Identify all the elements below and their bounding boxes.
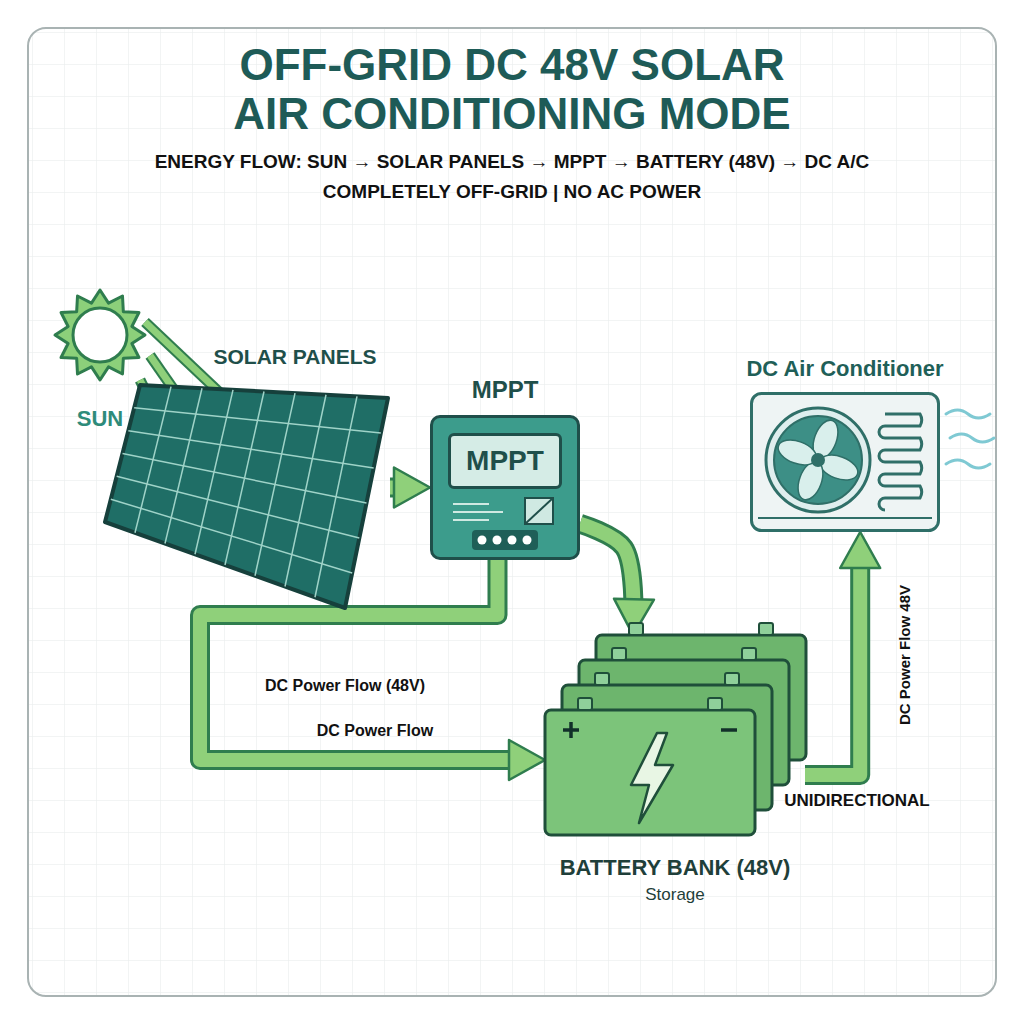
label: UNIDIRECTIONAL bbox=[784, 791, 929, 811]
label: DC Power Flow bbox=[317, 722, 433, 740]
fan bbox=[774, 416, 862, 504]
sun-disc bbox=[73, 308, 127, 362]
battery bbox=[545, 698, 755, 835]
condenser-coil bbox=[879, 414, 922, 510]
terminal bbox=[478, 536, 487, 545]
converter-icon bbox=[525, 498, 553, 524]
airflow bbox=[950, 434, 994, 442]
vent-line bbox=[453, 519, 489, 521]
lightning-bolt bbox=[631, 733, 673, 823]
label: ENERGY FLOW: SUN → SOLAR PANELS → MPPT →… bbox=[155, 151, 870, 173]
power-flow-arrow bbox=[200, 560, 527, 760]
terminal bbox=[508, 536, 517, 545]
unit-body bbox=[752, 394, 939, 531]
converter-icon bbox=[525, 498, 553, 524]
node-art bbox=[545, 635, 805, 835]
cell-line bbox=[117, 476, 360, 538]
arrow-outline bbox=[580, 524, 634, 617]
vent-line bbox=[453, 503, 489, 505]
node-sublabel: Storage bbox=[645, 885, 705, 905]
plus-sign bbox=[563, 722, 579, 738]
cell-line bbox=[111, 499, 352, 573]
node-art bbox=[750, 392, 940, 532]
panel-cells bbox=[111, 387, 381, 598]
terminal bbox=[523, 536, 532, 545]
label: COMPLETELY OFF-GRID | NO AC POWER bbox=[323, 181, 701, 203]
node-heading: MPPT bbox=[472, 376, 539, 404]
panel-frame bbox=[105, 385, 388, 608]
screen-text: MPPT bbox=[466, 445, 544, 477]
display-screen: MPPT bbox=[448, 433, 562, 489]
frame bbox=[28, 28, 996, 996]
node-heading: SOLAR PANELS bbox=[214, 345, 377, 369]
air-conditioner: DC Air Conditioner bbox=[750, 392, 940, 532]
cell-line bbox=[134, 408, 381, 433]
terminal-block bbox=[472, 530, 538, 550]
mppt-details bbox=[453, 498, 553, 550]
base-line bbox=[758, 517, 932, 519]
node-label: SUN bbox=[77, 406, 123, 432]
fan-guard bbox=[766, 408, 870, 512]
battery-terminal bbox=[725, 673, 739, 685]
power-flow-arrow bbox=[390, 487, 412, 488]
terminal bbox=[493, 536, 502, 545]
arrow-body bbox=[580, 524, 634, 617]
edge-label: DC Power Flow (48V) bbox=[265, 677, 425, 695]
power-flow-arrow bbox=[805, 550, 860, 775]
cell-line bbox=[123, 454, 367, 504]
edge-label: DC Power Flow 48V bbox=[896, 585, 913, 725]
solar-panel: SOLAR PANELS bbox=[105, 385, 390, 610]
battery-terminal bbox=[595, 673, 609, 685]
vent-line bbox=[453, 511, 503, 513]
battery-terminal bbox=[578, 698, 592, 710]
battery-terminal bbox=[612, 648, 626, 660]
node-heading: DC Air Conditioner bbox=[746, 356, 943, 382]
airflow bbox=[946, 410, 990, 418]
sun-spikes bbox=[55, 290, 145, 380]
arrow-outline bbox=[390, 478, 412, 498]
battery-terminal bbox=[759, 623, 773, 635]
arrow-outline bbox=[200, 560, 527, 760]
battery-terminal bbox=[708, 698, 722, 710]
battery-terminal bbox=[629, 623, 643, 635]
power-flow-arrow bbox=[580, 524, 634, 617]
fan-hub bbox=[811, 453, 825, 467]
arrow-body bbox=[390, 481, 412, 495]
arrow-body bbox=[805, 550, 860, 775]
battery-case bbox=[545, 710, 755, 835]
arrow-outline bbox=[805, 550, 860, 775]
arrow-body bbox=[200, 560, 527, 760]
title: OFF-GRID DC 48V SOLAR AIR CONDITIONING M… bbox=[62, 40, 962, 139]
battery-bank: BATTERY BANK (48V)Storage bbox=[545, 635, 805, 835]
node-heading: BATTERY BANK (48V) bbox=[560, 855, 791, 881]
battery-terminal bbox=[742, 648, 756, 660]
airflow bbox=[946, 460, 990, 468]
mppt-controller: MPPTMPPT bbox=[430, 415, 580, 560]
node-art bbox=[105, 385, 390, 610]
minus-sign bbox=[721, 728, 737, 732]
